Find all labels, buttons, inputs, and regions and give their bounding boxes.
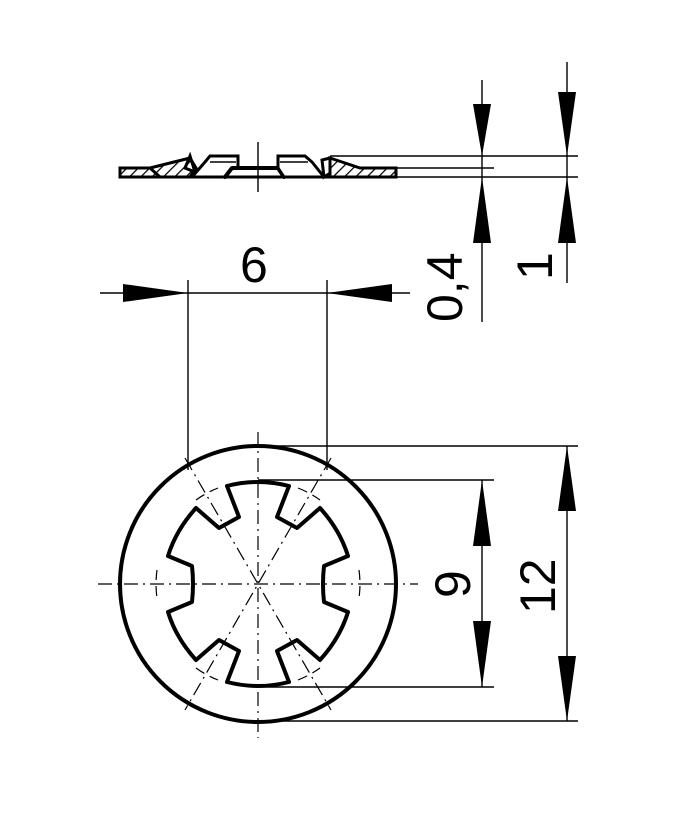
arrow-down-icon <box>558 92 576 156</box>
arrow-up-icon <box>558 177 576 243</box>
arrow-left-icon <box>327 284 392 302</box>
left-bent-tooth <box>183 151 198 175</box>
arrow-down-icon <box>473 621 491 687</box>
inner-toothed-contour <box>166 480 350 688</box>
arrow-down-icon <box>558 656 576 721</box>
dim-12-label: 12 <box>510 558 566 614</box>
dimension-outer-diameter: 12 <box>510 446 576 721</box>
right-flange-section <box>328 155 398 179</box>
top-view <box>98 432 418 738</box>
side-section-view <box>118 142 578 192</box>
tooth-arc-br <box>297 667 321 681</box>
right-raised-tab <box>276 154 328 179</box>
diagonal-centerline-1 <box>184 457 332 711</box>
diagonal-centerline-2 <box>184 457 332 711</box>
dimension-thickness: 0,4 <box>417 80 491 322</box>
arrow-right-icon <box>123 284 188 302</box>
dim-width-label: 6 <box>240 237 268 293</box>
arrow-down-icon <box>473 104 491 156</box>
arrow-up-icon <box>473 480 491 546</box>
dim-height-label: 1 <box>507 252 563 280</box>
dimension-inner-width: 6 <box>100 237 410 470</box>
tooth-arc-r <box>358 569 361 599</box>
dim-9-label: 9 <box>425 570 481 598</box>
tooth-arc-bl <box>195 667 219 681</box>
arrow-up-icon <box>558 446 576 511</box>
arrow-up-icon <box>473 177 491 243</box>
dimension-height: 1 <box>507 62 576 283</box>
top-view-extensions <box>258 445 578 722</box>
dim-thickness-label: 0,4 <box>417 252 473 322</box>
tooth-arc-tr <box>297 487 321 501</box>
dimension-tooth-diameter: 9 <box>425 480 491 687</box>
tooth-arc-l <box>155 569 158 599</box>
tooth-arc-tl <box>195 487 219 501</box>
